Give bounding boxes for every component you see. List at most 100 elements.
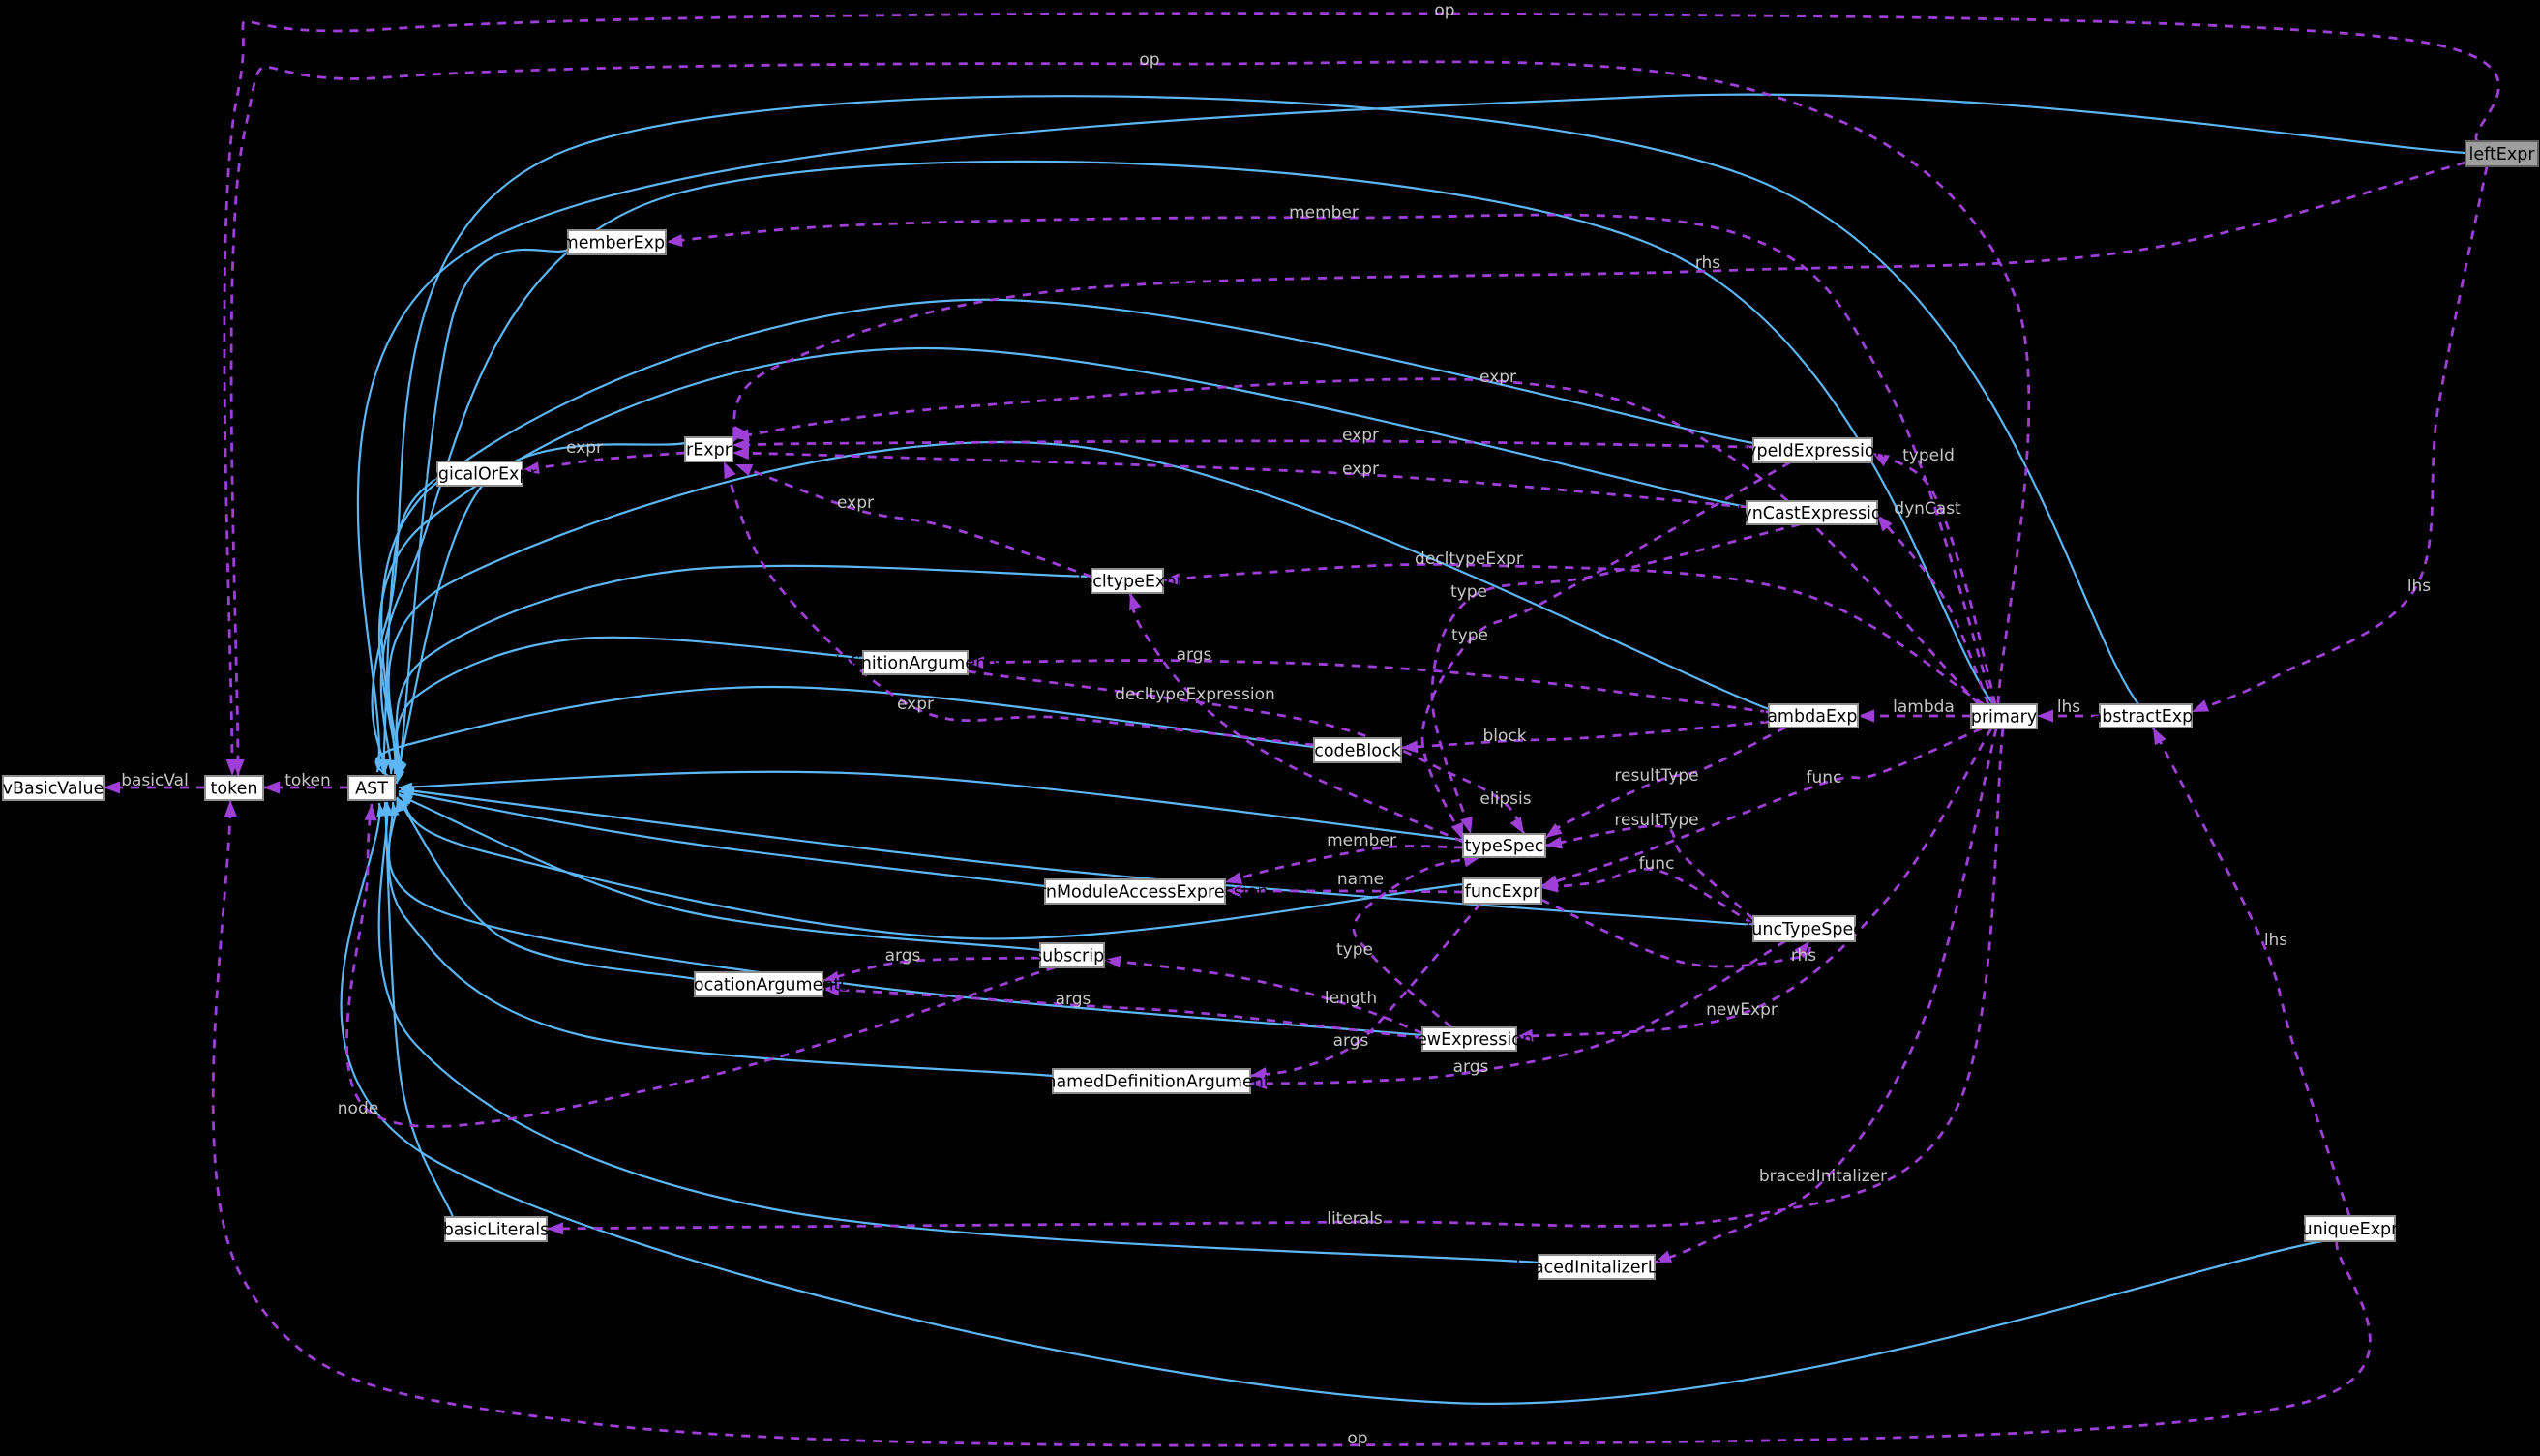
arrowhead-newExpression-invocationArguments — [822, 983, 840, 996]
node-typeSpec[interactable]: typeSpec — [1462, 833, 1546, 858]
node-box-uniqueExpr[interactable] — [2304, 1215, 2396, 1242]
edge-label-resultType-lambdaExpr: resultType — [1614, 766, 1698, 786]
usage-edge-lambdaExpr-codeBlock — [1400, 720, 1770, 750]
node-box-leftExpr[interactable] — [2465, 140, 2539, 167]
node-label-decltypeExpr: decltypeExpr — [1071, 573, 1183, 592]
node-leftExpr[interactable]: leftExpr — [2465, 140, 2539, 167]
node-label-unnamedDefinitionArguments: unnamedDefinitionArguments — [1024, 1073, 1279, 1092]
arrowhead-abstractExpr-primary — [2037, 709, 2053, 723]
node-invocationArguments[interactable]: invocationArguments — [669, 971, 850, 997]
node-memberExpr[interactable]: memberExpr — [562, 229, 672, 255]
node-funcExpr[interactable]: funcExpr — [1462, 877, 1542, 905]
inherit-edge-lambdaExpr-AST — [387, 440, 1770, 777]
edge-label-decltypeExpression-typeSpec: decltypeExpression — [1115, 685, 1275, 704]
node-box-vBasicValue[interactable] — [2, 775, 105, 801]
node-lambdaExpr[interactable]: lambdaExpr — [1762, 703, 1865, 728]
node-label-uniqueExpr: uniqueExpr — [2302, 1220, 2400, 1239]
arrowhead-bracedInitalizerList-AST — [383, 802, 394, 817]
node-dynCastExpression[interactable]: dynCastExpression — [1731, 500, 1893, 525]
node-box-logicalOrExpr[interactable] — [436, 461, 523, 487]
node-unnamedDefinitionArguments[interactable]: unnamedDefinitionArguments — [1024, 1068, 1279, 1094]
node-rExpr[interactable]: rExpr — [684, 436, 733, 462]
node-token[interactable]: token — [204, 775, 264, 801]
usage-edge-newExpression-invocationArguments — [822, 987, 1423, 1040]
arrowhead-primary-bracedInitalizerList — [1655, 1250, 1673, 1263]
arrowhead-funcExpr-externModuleAccessExpression — [1225, 884, 1241, 898]
usage-edge-funcExpr-funcTypeSpec — [1540, 898, 1811, 968]
node-typeIdExpression[interactable]: typeIdExpression — [1740, 437, 1886, 463]
node-box-primary[interactable] — [1970, 703, 2038, 729]
node-box-unnamedDefinitionArguments[interactable] — [1052, 1068, 1251, 1094]
node-decltypeExpr[interactable]: decltypeExpr — [1071, 568, 1183, 594]
node-label-codeBlock: codeBlock — [1314, 742, 1401, 761]
usage-edge-primary-bracedInitalizerList — [1654, 728, 1998, 1264]
arrowhead-primary-token — [231, 758, 245, 776]
inherit-edge-funcTypeSpec-AST — [400, 787, 1754, 927]
node-subscript[interactable]: subscript — [1033, 942, 1111, 968]
node-externModuleAccessExpression[interactable]: externModuleAccessExpression — [1002, 878, 1269, 905]
node-box-rExpr[interactable] — [684, 436, 733, 462]
node-box-newExpression[interactable] — [1421, 1026, 1517, 1052]
edge-label-decltypeExpr-primary: decltypeExpr — [1415, 550, 1523, 569]
node-box-codeBlock[interactable] — [1313, 737, 1402, 763]
edge-label-rhs-funcExpr: rhs — [1791, 946, 1816, 966]
inherit-edge-typeIdExpression-AST — [380, 298, 1754, 775]
edge-label-lambda-primary: lambda — [1893, 698, 1955, 717]
node-box-typeIdExpression[interactable] — [1752, 437, 1873, 463]
node-box-bracedInitalizerList[interactable] — [1538, 1254, 1656, 1280]
edge-label-rhs-leftExpr: rhs — [1695, 253, 1720, 273]
node-label-abstractExpr: abstractExpr — [2092, 707, 2201, 727]
inherit-edge-dynCastExpression-AST — [377, 346, 1748, 776]
node-AST[interactable]: AST — [347, 775, 396, 801]
node-box-invocationArguments[interactable] — [694, 971, 823, 997]
node-vBasicValue[interactable]: vBasicValue — [2, 775, 105, 801]
node-basicLiterals[interactable]: basicLiterals — [443, 1216, 550, 1242]
usage-edge-primary-funcExpr — [1540, 727, 1983, 888]
node-box-externModuleAccessExpression[interactable] — [1044, 878, 1226, 905]
node-bracedInitalizerList[interactable]: bracedInitalizerList — [1516, 1254, 1678, 1280]
edge-label-expr-rExpr: expr — [566, 438, 603, 458]
inherit-edge-invocationArguments-AST — [396, 796, 696, 981]
node-box-lambdaExpr[interactable] — [1768, 703, 1859, 728]
inherit-edge-leftExpr-AST — [356, 93, 2466, 773]
node-funcTypeSpec[interactable]: funcTypeSpec — [1746, 915, 1863, 942]
node-box-typeSpec[interactable] — [1462, 833, 1546, 858]
node-newExpression[interactable]: newExpression — [1406, 1026, 1533, 1052]
node-label-subscript: subscript — [1033, 947, 1111, 966]
node-primary[interactable]: primary — [1970, 703, 2038, 729]
node-box-subscript[interactable] — [1039, 942, 1105, 968]
node-label-newExpression: newExpression — [1406, 1030, 1533, 1050]
arrowhead-leftExpr-AST — [374, 758, 385, 772]
edge-label-expr-codeBlock: expr — [897, 695, 934, 714]
node-uniqueExpr[interactable]: uniqueExpr — [2302, 1215, 2400, 1242]
usage-edge-uniqueExpr-abstractExpr — [2151, 727, 2351, 1217]
node-box-AST[interactable] — [347, 775, 396, 801]
node-definitionArguments[interactable]: definitionArguments — [829, 650, 1001, 675]
arrowhead-newExpression-subscript — [1104, 955, 1121, 968]
inherit-edge-funcExpr-AST — [398, 792, 1464, 940]
edge-label-token-AST: token — [284, 771, 331, 790]
node-label-basicLiterals: basicLiterals — [443, 1221, 550, 1240]
edge-label-args-funcTypeSpec: args — [1453, 1057, 1489, 1077]
node-box-basicLiterals[interactable] — [444, 1216, 548, 1242]
usage-edge-primary-dynCastExpression — [1875, 514, 1990, 705]
usage-edge-uniqueExpr-token — [211, 799, 2372, 1447]
node-box-funcTypeSpec[interactable] — [1752, 915, 1856, 942]
node-logicalOrExpr[interactable]: logicalOrExpr — [423, 461, 538, 487]
arrowhead-AST-token — [263, 781, 280, 794]
node-box-dynCastExpression[interactable] — [1746, 500, 1878, 525]
node-box-decltypeExpr[interactable] — [1091, 568, 1164, 594]
edge-label-expr-decltypeExpr: expr — [837, 493, 874, 513]
node-box-abstractExpr[interactable] — [2099, 703, 2193, 728]
usage-edge-primary-basicLiterals — [546, 728, 2005, 1231]
node-label-invocationArguments: invocationArguments — [669, 976, 850, 995]
node-abstractExpr[interactable]: abstractExpr — [2092, 703, 2201, 728]
node-box-token[interactable] — [204, 775, 264, 801]
arrowhead-primary-basicLiterals — [547, 1222, 564, 1235]
edge-label-newExpr-primary: newExpr — [1706, 1000, 1778, 1020]
node-box-definitionArguments[interactable] — [862, 650, 969, 675]
node-codeBlock[interactable]: codeBlock — [1313, 737, 1402, 763]
node-box-memberExpr[interactable] — [567, 229, 667, 255]
node-box-funcExpr[interactable] — [1462, 877, 1542, 905]
